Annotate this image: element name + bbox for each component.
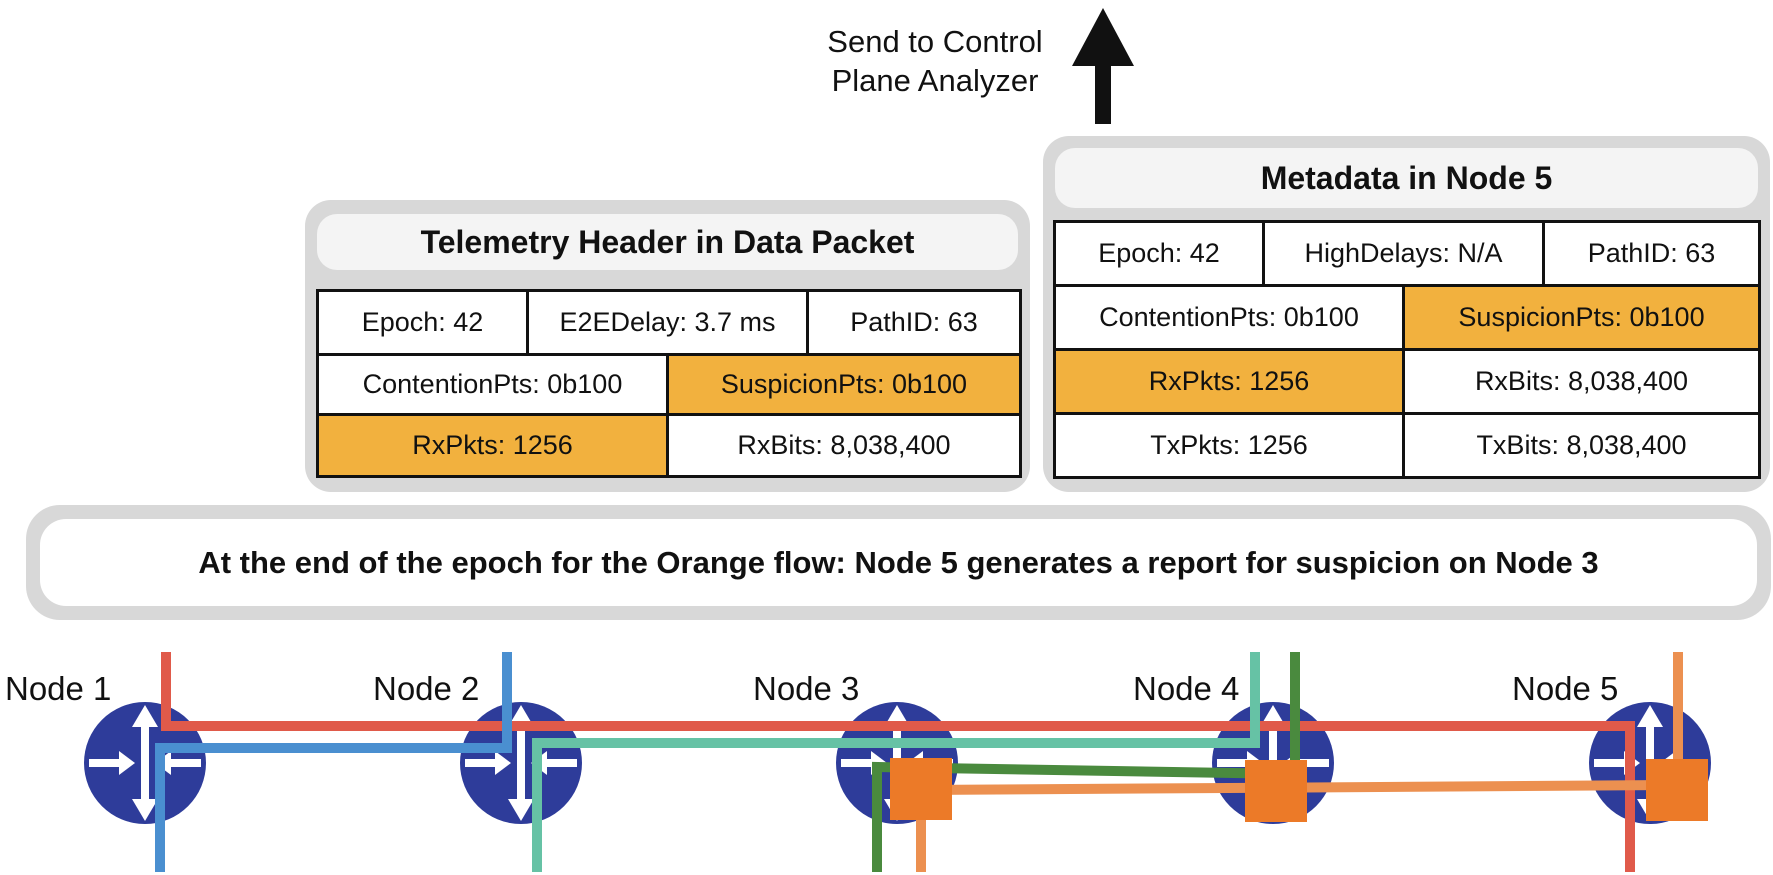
send-to-control-plane-label: Send to Control Plane Analyzer [810,22,1060,100]
metadata-node5-fields: Epoch: 42 HighDelays: N/A PathID: 63 Con… [1053,220,1762,479]
router-icon-node-1 [84,702,206,824]
metadata-node5-title: Metadata in Node 5 [1055,148,1758,208]
up-arrow-icon [1072,8,1134,124]
teal-flow-line [532,652,1260,872]
node-2-label: Node 2 [373,670,480,707]
network-diagram [84,652,1711,872]
rx-bits-field: RxBits: 8,038,400 [1401,348,1762,415]
epoch-field: Epoch: 42 [1053,220,1265,287]
rx-pkts-field: RxPkts: 1256 [316,413,669,478]
rx-pkts-field: RxPkts: 1256 [1053,348,1405,415]
report-banner: At the end of the epoch for the Orange f… [26,505,1771,620]
send-label-line2: Plane Analyzer [831,63,1039,98]
tx-bits-field: TxBits: 8,038,400 [1401,412,1762,479]
green-flow-line [872,652,1300,872]
node-5-label: Node 5 [1512,670,1619,707]
suspicion-pts-field: SuspicionPts: 0b100 [666,353,1022,416]
e2e-delay-field: E2EDelay: 3.7 ms [526,289,809,356]
path-id-field: PathID: 63 [806,289,1022,356]
send-label-line1: Send to Control [827,24,1043,59]
report-banner-text: At the end of the epoch for the Orange f… [40,519,1757,606]
contention-pts-field: ContentionPts: 0b100 [1053,284,1405,351]
orange-box-node-5 [1646,759,1708,821]
node-4-label: Node 4 [1133,670,1240,707]
node-1-label: Node 1 [5,670,112,707]
telemetry-header-title: Telemetry Header in Data Packet [317,214,1018,270]
rx-bits-field: RxBits: 8,038,400 [666,413,1022,478]
high-delays-field: HighDelays: N/A [1261,220,1546,287]
suspicion-pts-field: SuspicionPts: 0b100 [1401,284,1762,351]
contention-pts-field: ContentionPts: 0b100 [316,353,669,416]
node-3-label: Node 3 [753,670,860,707]
tx-pkts-field: TxPkts: 1256 [1053,412,1405,479]
path-id-field: PathID: 63 [1542,220,1762,287]
orange-box-node-4 [1245,760,1307,822]
epoch-field: Epoch: 42 [316,289,529,356]
telemetry-header-fields: Epoch: 42 E2EDelay: 3.7 ms PathID: 63 Co… [316,289,1022,478]
orange-box-node-3 [890,758,952,820]
router-icon-node-2 [460,702,582,824]
blue-flow-line [155,652,512,872]
red-flow-line [161,652,1635,872]
